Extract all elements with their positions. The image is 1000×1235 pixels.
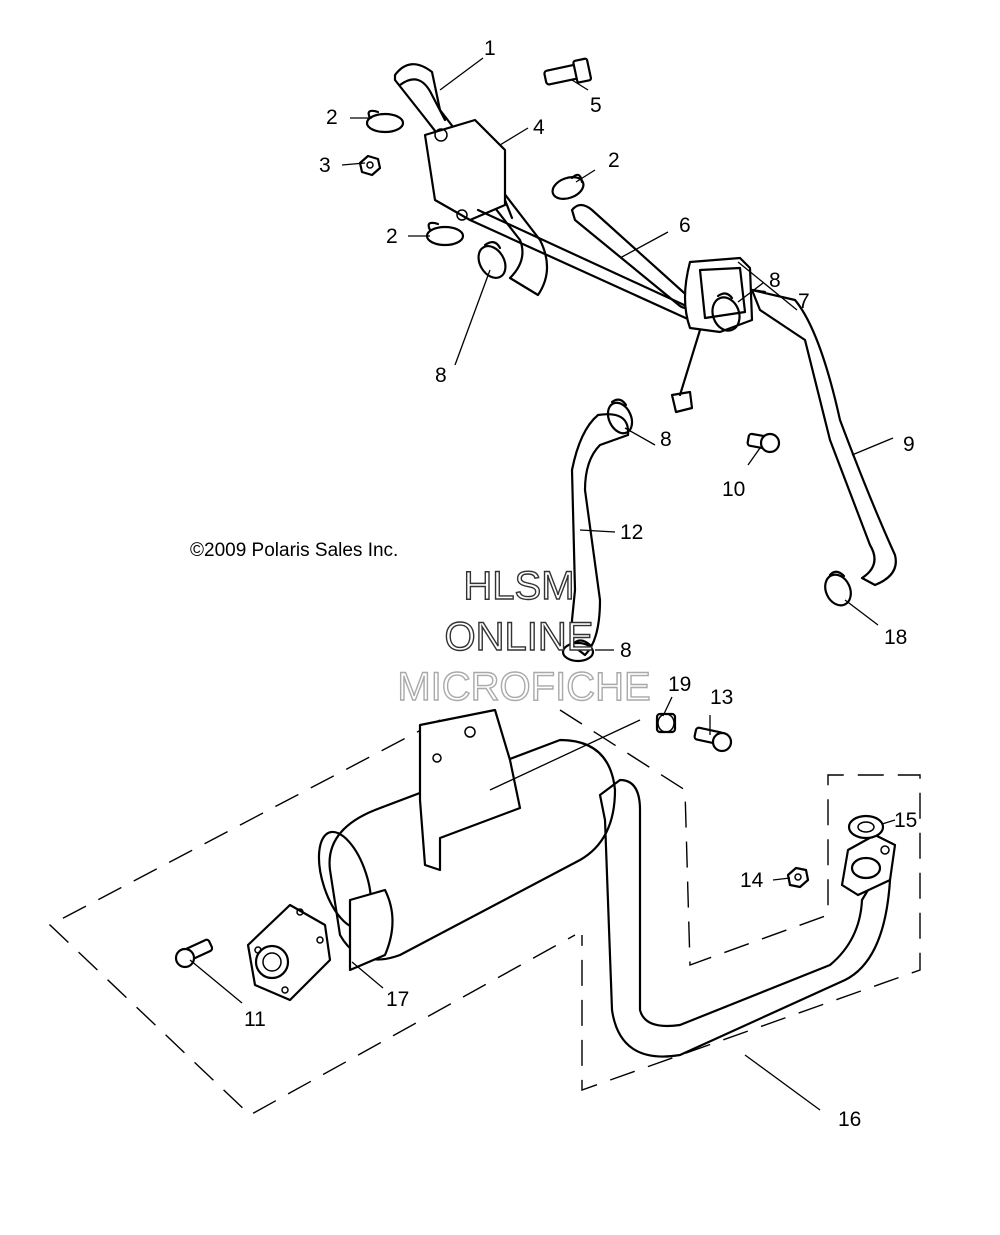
watermark: HLSM ONLINE MICROFICHE: [397, 563, 652, 709]
callout-13: 13: [710, 686, 733, 709]
callout-14: 14: [740, 869, 764, 892]
callout-16: 16: [838, 1108, 861, 1131]
callout-numbers: 1 2 3 4 5 2 2 6 8 7 8 9 8 10 12 18 8 19 …: [244, 37, 917, 1131]
callout-6: 6: [679, 214, 691, 237]
part-9-hose[interactable]: [750, 288, 897, 587]
copyright-text: ©2009 Polaris Sales Inc.: [190, 540, 398, 561]
callout-1: 1: [484, 37, 496, 60]
clamp-2-middle[interactable]: [550, 173, 587, 203]
callout-10: 10: [722, 478, 745, 501]
part-11-bolt[interactable]: [174, 938, 214, 969]
callout-8: 8: [769, 269, 781, 292]
watermark-line-3: MICROFICHE: [397, 665, 650, 709]
clamp-8-left[interactable]: [473, 241, 511, 282]
callout-8: 8: [620, 639, 632, 662]
clamp-2-upper[interactable]: [365, 109, 405, 134]
callout-9: 9: [903, 433, 915, 456]
callout-11: 11: [244, 1008, 266, 1031]
part-17-muffler[interactable]: [246, 738, 617, 1002]
callout-19: 19: [668, 673, 691, 696]
callout-3: 3: [319, 154, 331, 177]
assembly-dashed-boundaries: [48, 709, 921, 1116]
callout-4: 4: [533, 116, 545, 139]
part-13-bolt[interactable]: [693, 726, 733, 753]
leader-lines: [189, 57, 896, 1111]
part-4-connecting-pipe: [468, 208, 697, 322]
part-1-crossover-tube[interactable]: [393, 63, 549, 297]
clamp-8-middle[interactable]: [603, 398, 636, 437]
callout-2: 2: [608, 149, 620, 172]
part-12-hose[interactable]: [570, 413, 630, 657]
part-3-nut[interactable]: [358, 154, 382, 177]
watermark-line-2: ONLINE: [445, 615, 594, 659]
clamp-8-right[interactable]: [708, 292, 744, 334]
watermark-line-1: HLSM: [463, 564, 574, 608]
clamp-8-lower[interactable]: [561, 639, 595, 663]
part-4-valve-housing[interactable]: [423, 118, 514, 222]
callout-8: 8: [435, 364, 447, 387]
callout-2: 2: [386, 225, 398, 248]
callout-2: 2: [326, 106, 338, 129]
part-14-nut[interactable]: [786, 866, 810, 889]
muffler-mounting-bracket[interactable]: [418, 708, 522, 872]
callout-5: 5: [590, 94, 602, 117]
part-10-bolt[interactable]: [746, 432, 781, 454]
callout-15: 15: [894, 809, 917, 832]
part-7-valve[interactable]: [670, 256, 767, 414]
part-19-bushing[interactable]: [655, 712, 677, 734]
clamp-2-lower[interactable]: [425, 221, 465, 247]
callout-12: 12: [620, 521, 643, 544]
part-15-gasket[interactable]: [847, 814, 885, 840]
callout-17: 17: [386, 988, 409, 1011]
callout-8: 8: [660, 428, 672, 451]
callout-7: 7: [798, 290, 810, 313]
callout-18: 18: [884, 626, 907, 649]
clamp-18[interactable]: [820, 570, 855, 609]
part-5-bolt[interactable]: [543, 57, 593, 86]
